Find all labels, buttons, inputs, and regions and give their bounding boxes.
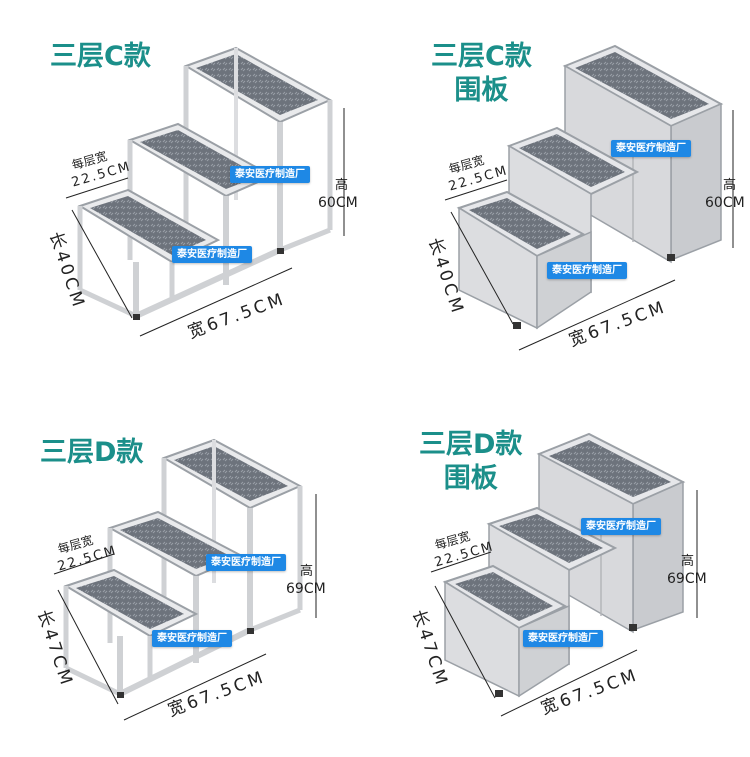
manufacturer-tag: 泰安医疗制造厂 <box>611 140 691 157</box>
product-title-line: 围板 <box>443 463 498 494</box>
product-panel-c-enclosed: 三层C款 围板 每层宽 22.5CM 高 60CM 长40CM 宽67.5CM … <box>375 0 750 378</box>
product-panel-d-enclosed: 三层D款 围板 每层宽 22.5CM 高 69CM 长47CM 宽67.5CM … <box>375 378 750 756</box>
height-value: 60CM <box>318 195 358 211</box>
product-panel-c-open: 三层C款 每层宽 22.5CM 高 60CM 长40CM 宽67.5CM 泰安医… <box>0 0 375 378</box>
height-label: 高 <box>335 178 349 193</box>
manufacturer-tag: 泰安医疗制造厂 <box>523 630 603 647</box>
product-title-line: 围板 <box>454 75 509 106</box>
manufacturer-tag: 泰安医疗制造厂 <box>206 554 286 571</box>
product-title: 三层C款 围板 <box>431 40 532 108</box>
product-title: 三层C款 <box>50 40 151 74</box>
product-panel-d-open: 三层D款 每层宽 22.5CM 高 69CM 长47CM 宽67.5CM 泰安医… <box>0 378 375 756</box>
product-title-line: 三层D款 <box>419 429 523 460</box>
manufacturer-tag: 泰安医疗制造厂 <box>172 246 252 263</box>
step-stool-open-frame-illustration <box>53 438 317 721</box>
manufacturer-tag: 泰安医疗制造厂 <box>547 262 627 279</box>
manufacturer-tag: 泰安医疗制造厂 <box>581 518 661 535</box>
height-label: 高 <box>681 554 695 569</box>
manufacturer-tag: 泰安医疗制造厂 <box>152 630 232 647</box>
product-title: 三层D款 围板 <box>419 428 522 496</box>
manufacturer-tag: 泰安医疗制造厂 <box>230 166 310 183</box>
height-label: 高 <box>723 178 737 193</box>
step-stool-enclosed-illustration <box>444 44 734 351</box>
height-value: 60CM <box>705 195 745 211</box>
height-value: 69CM <box>667 571 707 587</box>
product-title: 三层D款 <box>40 436 143 470</box>
product-title-line: 三层C款 <box>50 41 151 72</box>
step-stool-enclosed-illustration <box>430 432 698 717</box>
height-label: 高 <box>300 564 314 579</box>
height-value: 69CM <box>286 581 326 597</box>
product-title-line: 三层D款 <box>40 437 144 468</box>
product-title-line: 三层C款 <box>431 41 532 72</box>
